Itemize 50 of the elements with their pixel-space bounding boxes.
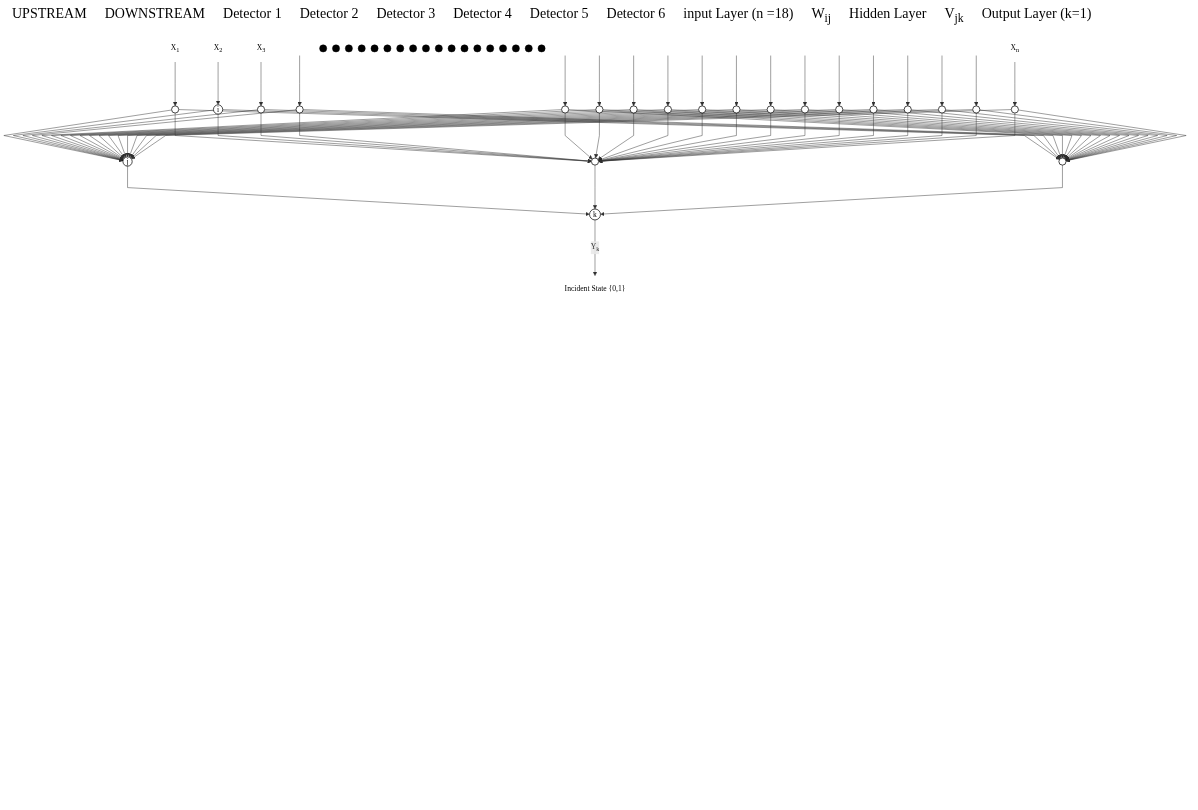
node-circle <box>257 105 265 114</box>
diagram-label: DOWNSTREAM <box>104 6 206 23</box>
node-dot <box>370 44 379 52</box>
node-circle <box>972 105 981 114</box>
node-dot <box>473 44 482 52</box>
node-dot <box>435 44 443 52</box>
node-dot <box>396 44 405 52</box>
node-circle <box>732 105 741 114</box>
diagram-label: Detector 1 <box>223 6 282 23</box>
node-dot <box>319 44 327 52</box>
node-circle <box>595 105 604 114</box>
node-dot <box>512 44 520 52</box>
diagram-label: Detector 2 <box>299 6 359 23</box>
node-dot <box>524 44 533 52</box>
node-circle <box>766 105 775 114</box>
node-circle <box>869 105 878 114</box>
node-circle <box>664 105 672 114</box>
node-circle <box>591 157 599 166</box>
node-dot <box>460 44 469 52</box>
node-circle <box>903 105 912 114</box>
node-circle <box>1010 105 1019 114</box>
node-dot <box>447 44 456 52</box>
node-dot <box>332 44 340 52</box>
diagram-label: input Layer (n =18) <box>683 6 794 23</box>
node-dot <box>422 44 430 52</box>
diagram-label: UPSTREAM <box>12 6 87 23</box>
diagram-label: Detector 4 <box>453 6 512 23</box>
diagram-label: Hidden Layer <box>849 6 927 23</box>
diagram-label: W$_{ij}$ <box>811 6 832 25</box>
diagram-label: Detector 3 <box>376 6 436 23</box>
diagram-label: Detector 5 <box>529 6 589 23</box>
node-circle <box>561 105 570 114</box>
node-circle <box>1058 157 1067 166</box>
node-dot <box>383 44 392 52</box>
node-circle <box>295 105 304 114</box>
node-dot <box>499 44 507 52</box>
diagram-label: Detector 6 <box>606 6 666 23</box>
node-circle <box>171 105 180 114</box>
node-dot <box>486 44 494 52</box>
node-dot <box>537 44 546 52</box>
node-circle <box>835 105 844 114</box>
diagram-label: V$_{jk}$ <box>944 6 964 25</box>
node-circle <box>698 105 707 114</box>
node-dot <box>357 44 366 52</box>
node-circle <box>938 105 946 114</box>
diagram-label: Output Layer (k=1) <box>981 6 1092 23</box>
node-dot <box>409 44 417 52</box>
node-dot <box>345 44 353 52</box>
node-circle <box>629 105 638 114</box>
node-circle <box>801 105 809 114</box>
